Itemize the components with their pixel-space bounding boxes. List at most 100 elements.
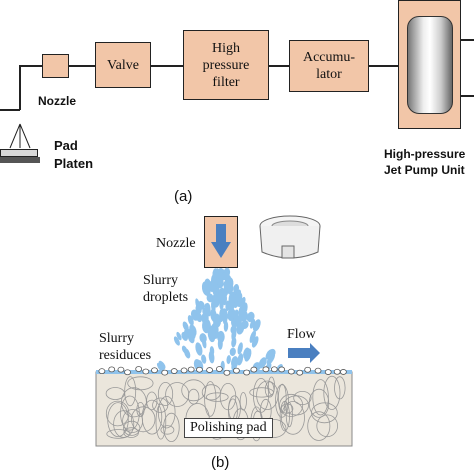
valve-label: Valve <box>107 57 139 73</box>
slurry-droplet <box>208 350 215 364</box>
pad-pore <box>123 427 139 438</box>
residue-particle <box>135 366 143 372</box>
flow-arrow-icon <box>288 343 320 363</box>
residue-particle <box>243 369 251 376</box>
residue-particle <box>124 369 131 376</box>
residue-particle <box>250 366 258 373</box>
pad-pore <box>249 387 274 398</box>
pad-pore <box>136 401 145 417</box>
slurry-droplet <box>249 318 256 329</box>
pad-pore <box>157 381 174 406</box>
nozzle-box-b <box>204 216 238 268</box>
residue-particle <box>196 366 203 373</box>
slurry-droplet <box>219 298 224 310</box>
slurry-droplet <box>223 321 229 332</box>
slurry-droplet <box>237 353 244 366</box>
pad-pore <box>275 384 289 418</box>
slurry-droplet <box>241 296 246 305</box>
slurry-droplet <box>218 291 223 301</box>
slurry-droplet <box>236 322 245 335</box>
residue-particle <box>108 366 116 373</box>
pad-pore <box>181 379 206 402</box>
pad-pore <box>106 429 131 439</box>
flow-label: Flow <box>287 327 316 342</box>
down-arrow-icon <box>211 224 231 258</box>
polishing-pad-label: Polishing pad <box>184 418 273 438</box>
pad-pore <box>122 409 144 433</box>
pad-pore <box>279 393 304 417</box>
caption-a: (a) <box>174 188 193 205</box>
slurry-droplet <box>205 302 211 312</box>
slurry-droplet <box>208 329 217 339</box>
slurry-droplet <box>221 271 230 281</box>
pad-pore <box>206 392 229 402</box>
slurry-droplet <box>202 320 210 334</box>
pad-pore <box>152 397 169 413</box>
pad-pore <box>283 395 309 416</box>
filter-label: High pressure filter <box>202 40 250 90</box>
pad-pore <box>285 402 293 428</box>
pad-pore <box>120 395 140 431</box>
slurry-droplet <box>173 336 180 346</box>
pad-pore <box>239 392 247 411</box>
pad-pore <box>281 401 305 435</box>
pad-pore <box>204 381 217 417</box>
slurry-droplet <box>237 342 243 355</box>
slurry-droplet <box>217 337 223 350</box>
residue-particle <box>187 366 195 373</box>
pad-pore <box>323 375 341 410</box>
accumulator-box: Accumu- lator <box>289 40 369 92</box>
pad-pore <box>157 396 176 429</box>
residue-particle <box>215 366 223 372</box>
slurry-droplet <box>211 295 220 308</box>
slurry-droplet <box>206 293 214 303</box>
pad-pore <box>219 382 237 411</box>
caption-b: (b) <box>211 454 230 471</box>
residue-particle <box>296 369 304 376</box>
small-nozzle-box <box>42 54 69 78</box>
slurry-droplet <box>229 347 236 356</box>
slurry-droplet <box>195 342 203 356</box>
residue-particle <box>339 369 347 375</box>
platen-icon <box>0 157 40 163</box>
residue-particle <box>324 369 332 375</box>
pad-pore <box>311 402 338 424</box>
slurry-droplet <box>226 277 234 291</box>
slurry-droplet <box>184 348 191 359</box>
valve-box: Valve <box>95 42 151 88</box>
platen-label: Platen <box>54 156 94 171</box>
accumulator-label: Accumu- lator <box>302 50 356 82</box>
residue-particle <box>223 369 231 376</box>
slurry-droplet <box>201 354 207 364</box>
pad-pore <box>312 379 329 416</box>
pad-pore <box>256 380 279 411</box>
pad-pore <box>124 376 137 407</box>
residue-particle <box>206 367 213 373</box>
high-pressure-filter-box: High pressure filter <box>183 30 269 100</box>
residue-particle <box>161 369 169 376</box>
nozzle-label-a: Nozzle <box>38 94 77 108</box>
slurry-droplet <box>226 355 231 365</box>
residue-particle <box>304 366 312 373</box>
slurry-droplet <box>195 312 203 323</box>
pad-pore <box>307 411 331 441</box>
slurry-droplet <box>238 304 246 317</box>
slurry-droplet <box>197 300 205 310</box>
slurry-droplet <box>176 331 182 341</box>
slurry-droplet <box>221 309 227 322</box>
pad-pore <box>293 390 312 405</box>
residue-particle <box>142 368 150 375</box>
pad-pore <box>160 425 175 435</box>
pump-cylinder-icon <box>406 15 453 114</box>
slurry-droplet <box>265 349 273 360</box>
residue-particle <box>233 367 240 374</box>
pad-pore <box>146 391 158 411</box>
slurry-residues-label: Slurry residuces <box>99 331 152 363</box>
pad-texture <box>105 375 346 442</box>
residue-particle <box>262 366 270 373</box>
residue-particle <box>117 366 125 373</box>
nozzle-label-b: Nozzle <box>156 236 196 251</box>
slurry-droplet <box>214 313 221 323</box>
